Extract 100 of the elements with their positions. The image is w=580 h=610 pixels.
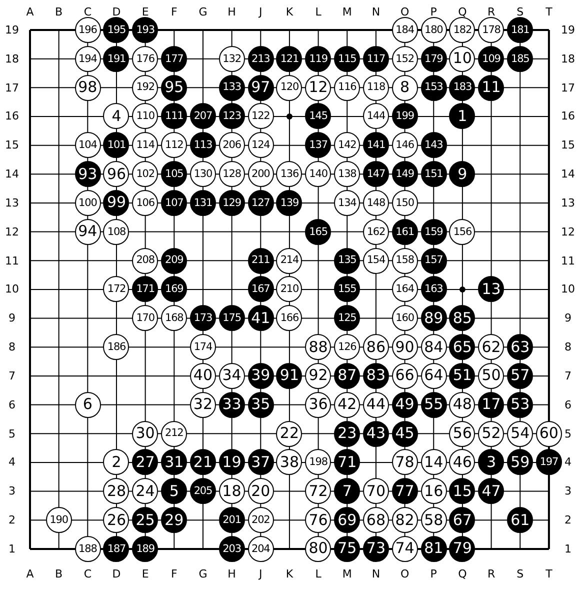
- column-label: Q: [458, 6, 467, 18]
- light-stone: 78: [392, 449, 418, 476]
- light-stone: 84: [420, 334, 447, 360]
- light-stone: 140: [305, 161, 332, 188]
- row-label: 6: [564, 399, 572, 410]
- light-stone: 44: [362, 392, 389, 418]
- light-stone: 104: [74, 132, 101, 158]
- row-label: 12: [561, 226, 575, 238]
- dark-stone: 123: [218, 103, 245, 130]
- light-stone: 16: [420, 478, 447, 504]
- light-stone: 72: [305, 478, 332, 504]
- column-label: M: [342, 568, 352, 580]
- light-stone: 152: [392, 46, 418, 72]
- row-label: 3: [564, 486, 572, 497]
- light-stone: 74: [392, 536, 418, 562]
- light-stone: 62: [478, 334, 504, 360]
- dark-stone: 161: [392, 218, 418, 245]
- row-label: 2: [8, 514, 16, 526]
- light-stone: 146: [392, 132, 418, 158]
- row-label: 3: [8, 486, 16, 497]
- column-label: R: [487, 568, 496, 580]
- light-stone: 144: [362, 103, 389, 130]
- light-stone: 20: [248, 478, 274, 504]
- column-label: N: [372, 568, 380, 580]
- dark-stone: 201: [218, 507, 245, 534]
- light-stone: 212: [161, 420, 188, 447]
- dark-stone: 171: [132, 276, 158, 302]
- light-stone: 40: [190, 362, 216, 389]
- column-label: T: [546, 6, 552, 18]
- light-stone: 52: [478, 420, 504, 447]
- column-label: C: [84, 6, 92, 18]
- light-stone: 156: [449, 218, 476, 245]
- row-label: 17: [561, 82, 575, 94]
- dark-stone: 27: [132, 449, 158, 476]
- dark-stone: 155: [334, 276, 360, 302]
- dark-stone: 133: [218, 74, 245, 101]
- dark-stone: 195: [103, 17, 130, 43]
- dark-stone: 67: [449, 507, 476, 534]
- row-label: 6: [8, 399, 16, 410]
- dark-stone: 51: [449, 362, 476, 389]
- row-label: 10: [5, 284, 19, 295]
- dark-stone: 49: [392, 392, 418, 418]
- dark-stone: 213: [248, 46, 274, 72]
- dark-stone: 163: [420, 276, 447, 302]
- dark-stone: 183: [449, 74, 476, 101]
- light-stone: 124: [248, 132, 274, 158]
- light-stone: 28: [103, 478, 130, 504]
- dark-stone: 191: [103, 46, 130, 72]
- dark-stone: 47: [478, 478, 504, 504]
- dark-stone: 209: [161, 248, 188, 274]
- dark-stone: 33: [218, 392, 245, 418]
- light-stone: 184: [392, 17, 418, 43]
- light-stone: 10: [449, 46, 476, 72]
- light-stone: 174: [190, 334, 216, 360]
- dark-stone: 85: [449, 305, 476, 332]
- dark-stone: 119: [305, 46, 332, 72]
- dark-stone: 41: [248, 305, 274, 332]
- dark-stone: 211: [248, 248, 274, 274]
- column-label: B: [55, 6, 63, 18]
- column-label: M: [342, 6, 352, 18]
- light-stone: 106: [132, 190, 158, 216]
- light-stone: 138: [334, 161, 360, 188]
- dark-stone: 127: [248, 190, 274, 216]
- light-stone: 110: [132, 103, 158, 130]
- light-stone: 166: [276, 305, 302, 332]
- column-label: F: [170, 6, 178, 18]
- light-stone: 168: [161, 305, 188, 332]
- light-stone: 154: [362, 248, 389, 274]
- light-stone: 180: [420, 17, 447, 43]
- row-label: 9: [564, 312, 572, 324]
- light-stone: 214: [276, 248, 302, 274]
- dark-stone: 105: [161, 161, 188, 188]
- dark-stone: 71: [334, 449, 360, 476]
- row-label: 13: [5, 197, 19, 208]
- light-stone: 176: [132, 46, 158, 72]
- dark-stone: 181: [507, 17, 534, 43]
- dark-stone: 21: [190, 449, 216, 476]
- light-stone: 120: [276, 74, 302, 101]
- column-label: R: [487, 6, 496, 18]
- dark-stone: 149: [392, 161, 418, 188]
- dark-stone: 121: [276, 46, 302, 72]
- light-stone: 116: [334, 74, 360, 101]
- dark-stone: 81: [420, 536, 447, 562]
- dark-stone: 73: [362, 536, 389, 562]
- dark-stone: 137: [305, 132, 332, 158]
- light-stone: 190: [46, 507, 72, 534]
- light-stone: 24: [132, 478, 158, 504]
- row-label: 7: [564, 370, 572, 382]
- column-label: S: [516, 568, 524, 580]
- light-stone: 150: [392, 190, 418, 216]
- light-stone: 196: [74, 17, 101, 43]
- light-stone: 162: [362, 218, 389, 245]
- row-label: 16: [561, 110, 575, 122]
- light-stone: 172: [103, 276, 130, 302]
- dark-stone: 101: [103, 132, 130, 158]
- dark-stone: 55: [420, 392, 447, 418]
- dark-stone: 135: [334, 248, 360, 274]
- dark-stone: 83: [362, 362, 389, 389]
- light-stone: 126: [334, 334, 360, 360]
- dark-stone: 143: [420, 132, 447, 158]
